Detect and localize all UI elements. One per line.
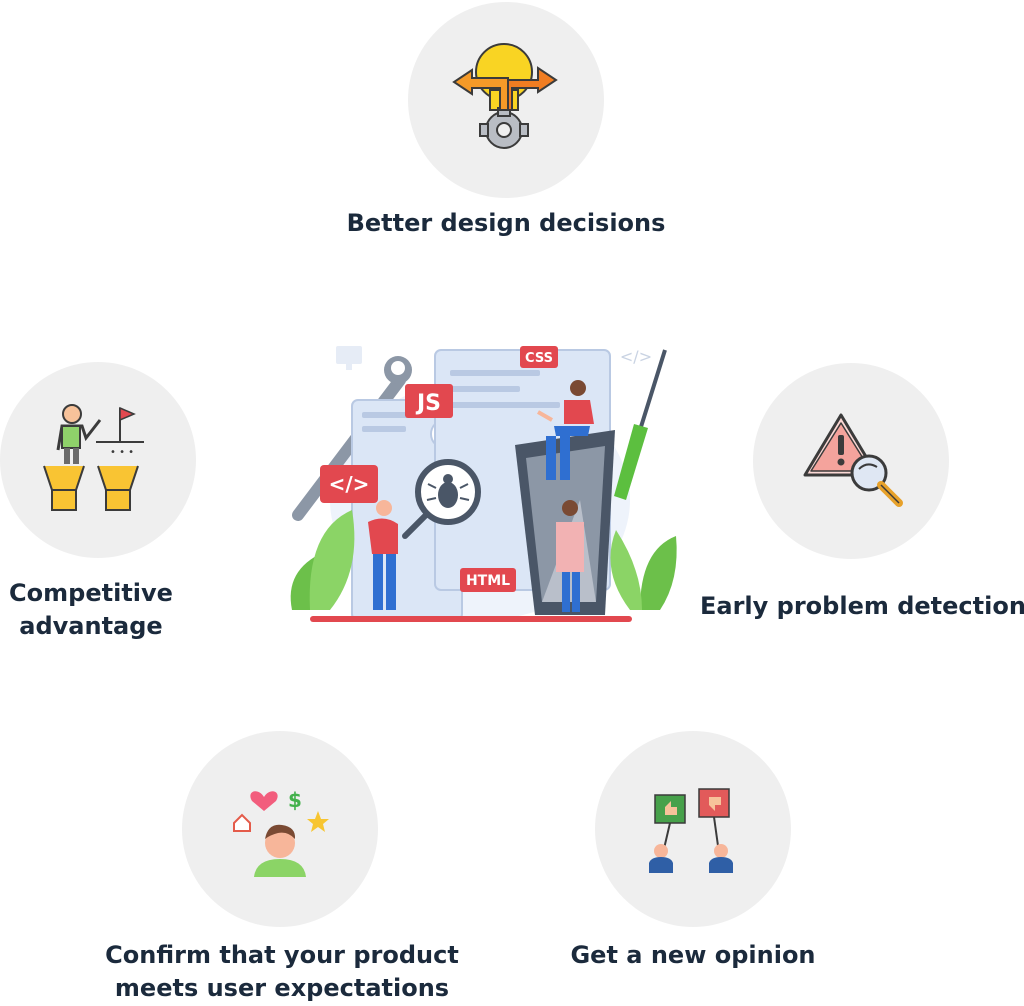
user-expectations-icon: $ (233, 788, 329, 877)
code-tag-light: </> (620, 347, 652, 366)
svg-text:• • •: • • • (110, 447, 134, 458)
js-tag: JS (415, 391, 441, 416)
benefit-label-bottom-right: Get a new opinion (570, 941, 816, 969)
benefit-label-left-line2: advantage (19, 612, 163, 640)
benefit-circle-right (753, 363, 949, 559)
code-tag: </> (329, 472, 370, 496)
software-testing-illustration: </> JS CSS HTML </> (280, 340, 680, 630)
team-leader-flag-icon: • • • (43, 404, 144, 511)
benefit-circle-bottom-left: $ (182, 731, 378, 927)
benefit-circle-top (408, 2, 604, 198)
benefit-label-top: Better design decisions (346, 209, 666, 237)
opinion-signs-icon (649, 788, 733, 873)
lightbulb-gear-icon (452, 43, 558, 149)
html-tag: HTML (466, 573, 510, 589)
benefit-circle-left: • • • (0, 362, 196, 558)
benefit-label-right: Early problem detection (700, 592, 1024, 620)
svg-text:$: $ (288, 788, 302, 812)
benefit-circle-bottom-right (595, 731, 791, 927)
illustration-canvas: </> JS CSS HTML </> (290, 346, 677, 622)
benefit-label-left-line1: Competitive (9, 579, 173, 607)
warning-magnifier-icon (803, 413, 903, 507)
benefit-label-bottom-left-line2: meets user expectations (114, 974, 450, 1002)
css-tag: CSS (525, 351, 553, 366)
benefit-label-bottom-left-line1: Confirm that your product (105, 941, 459, 969)
